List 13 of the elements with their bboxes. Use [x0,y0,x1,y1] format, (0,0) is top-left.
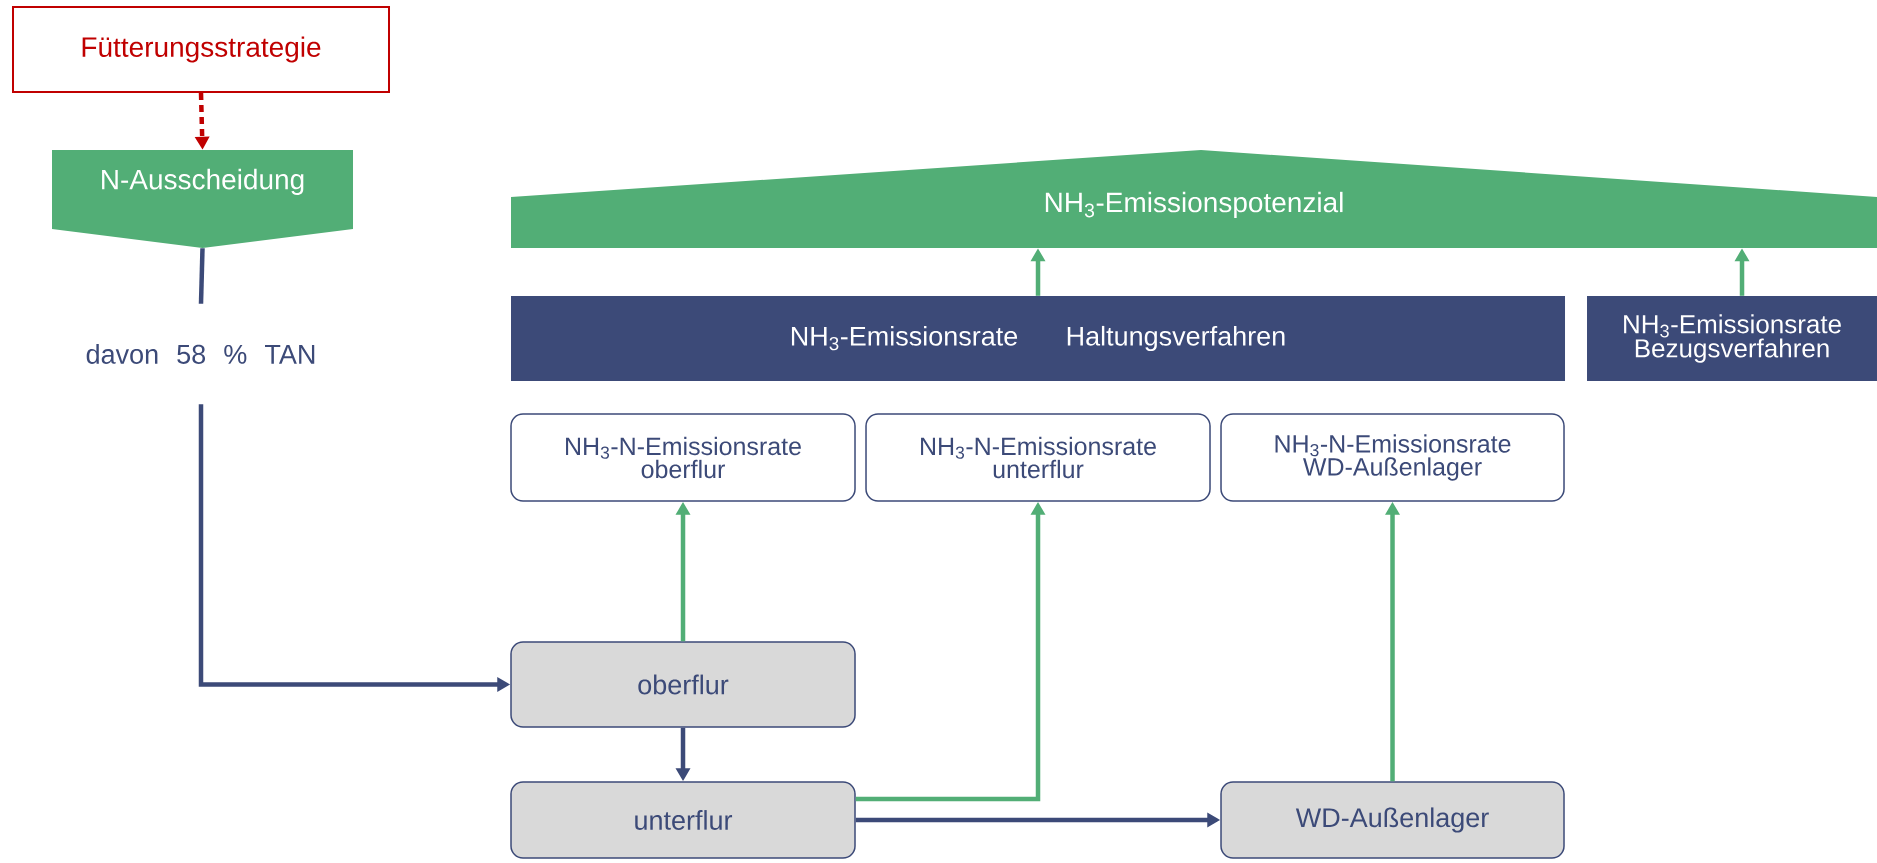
process-box: unterflur [510,781,856,859]
rate-box: NH$_{3}$-N-Emissionsrate WD-Außenlager [1220,413,1565,502]
pentagon-banner: N-Ausscheidung [52,150,353,248]
connector-line [198,248,205,304]
rate-box: NH$_{3}$-N-Emissionsrate oberflur [510,413,856,502]
text-label: davon 58 % TAN [86,344,315,364]
roof-banner: NH$_{3}$-Emissionspotenzial [511,150,1877,248]
rate-box: NH$_{3}$-N-Emissionsrate unterflur [865,413,1211,502]
rate-bar: NH$_{3}$-Emissionsrate Bezugsverfahren [1587,296,1877,381]
rate-bar: NH$_{3}$-Emissionsrate Haltungsverfahren [511,296,1565,381]
strategy-box: Fütterungsstrategie [12,6,390,93]
process-box: WD-Außenlager [1220,781,1565,859]
process-box: oberflur [510,641,856,728]
